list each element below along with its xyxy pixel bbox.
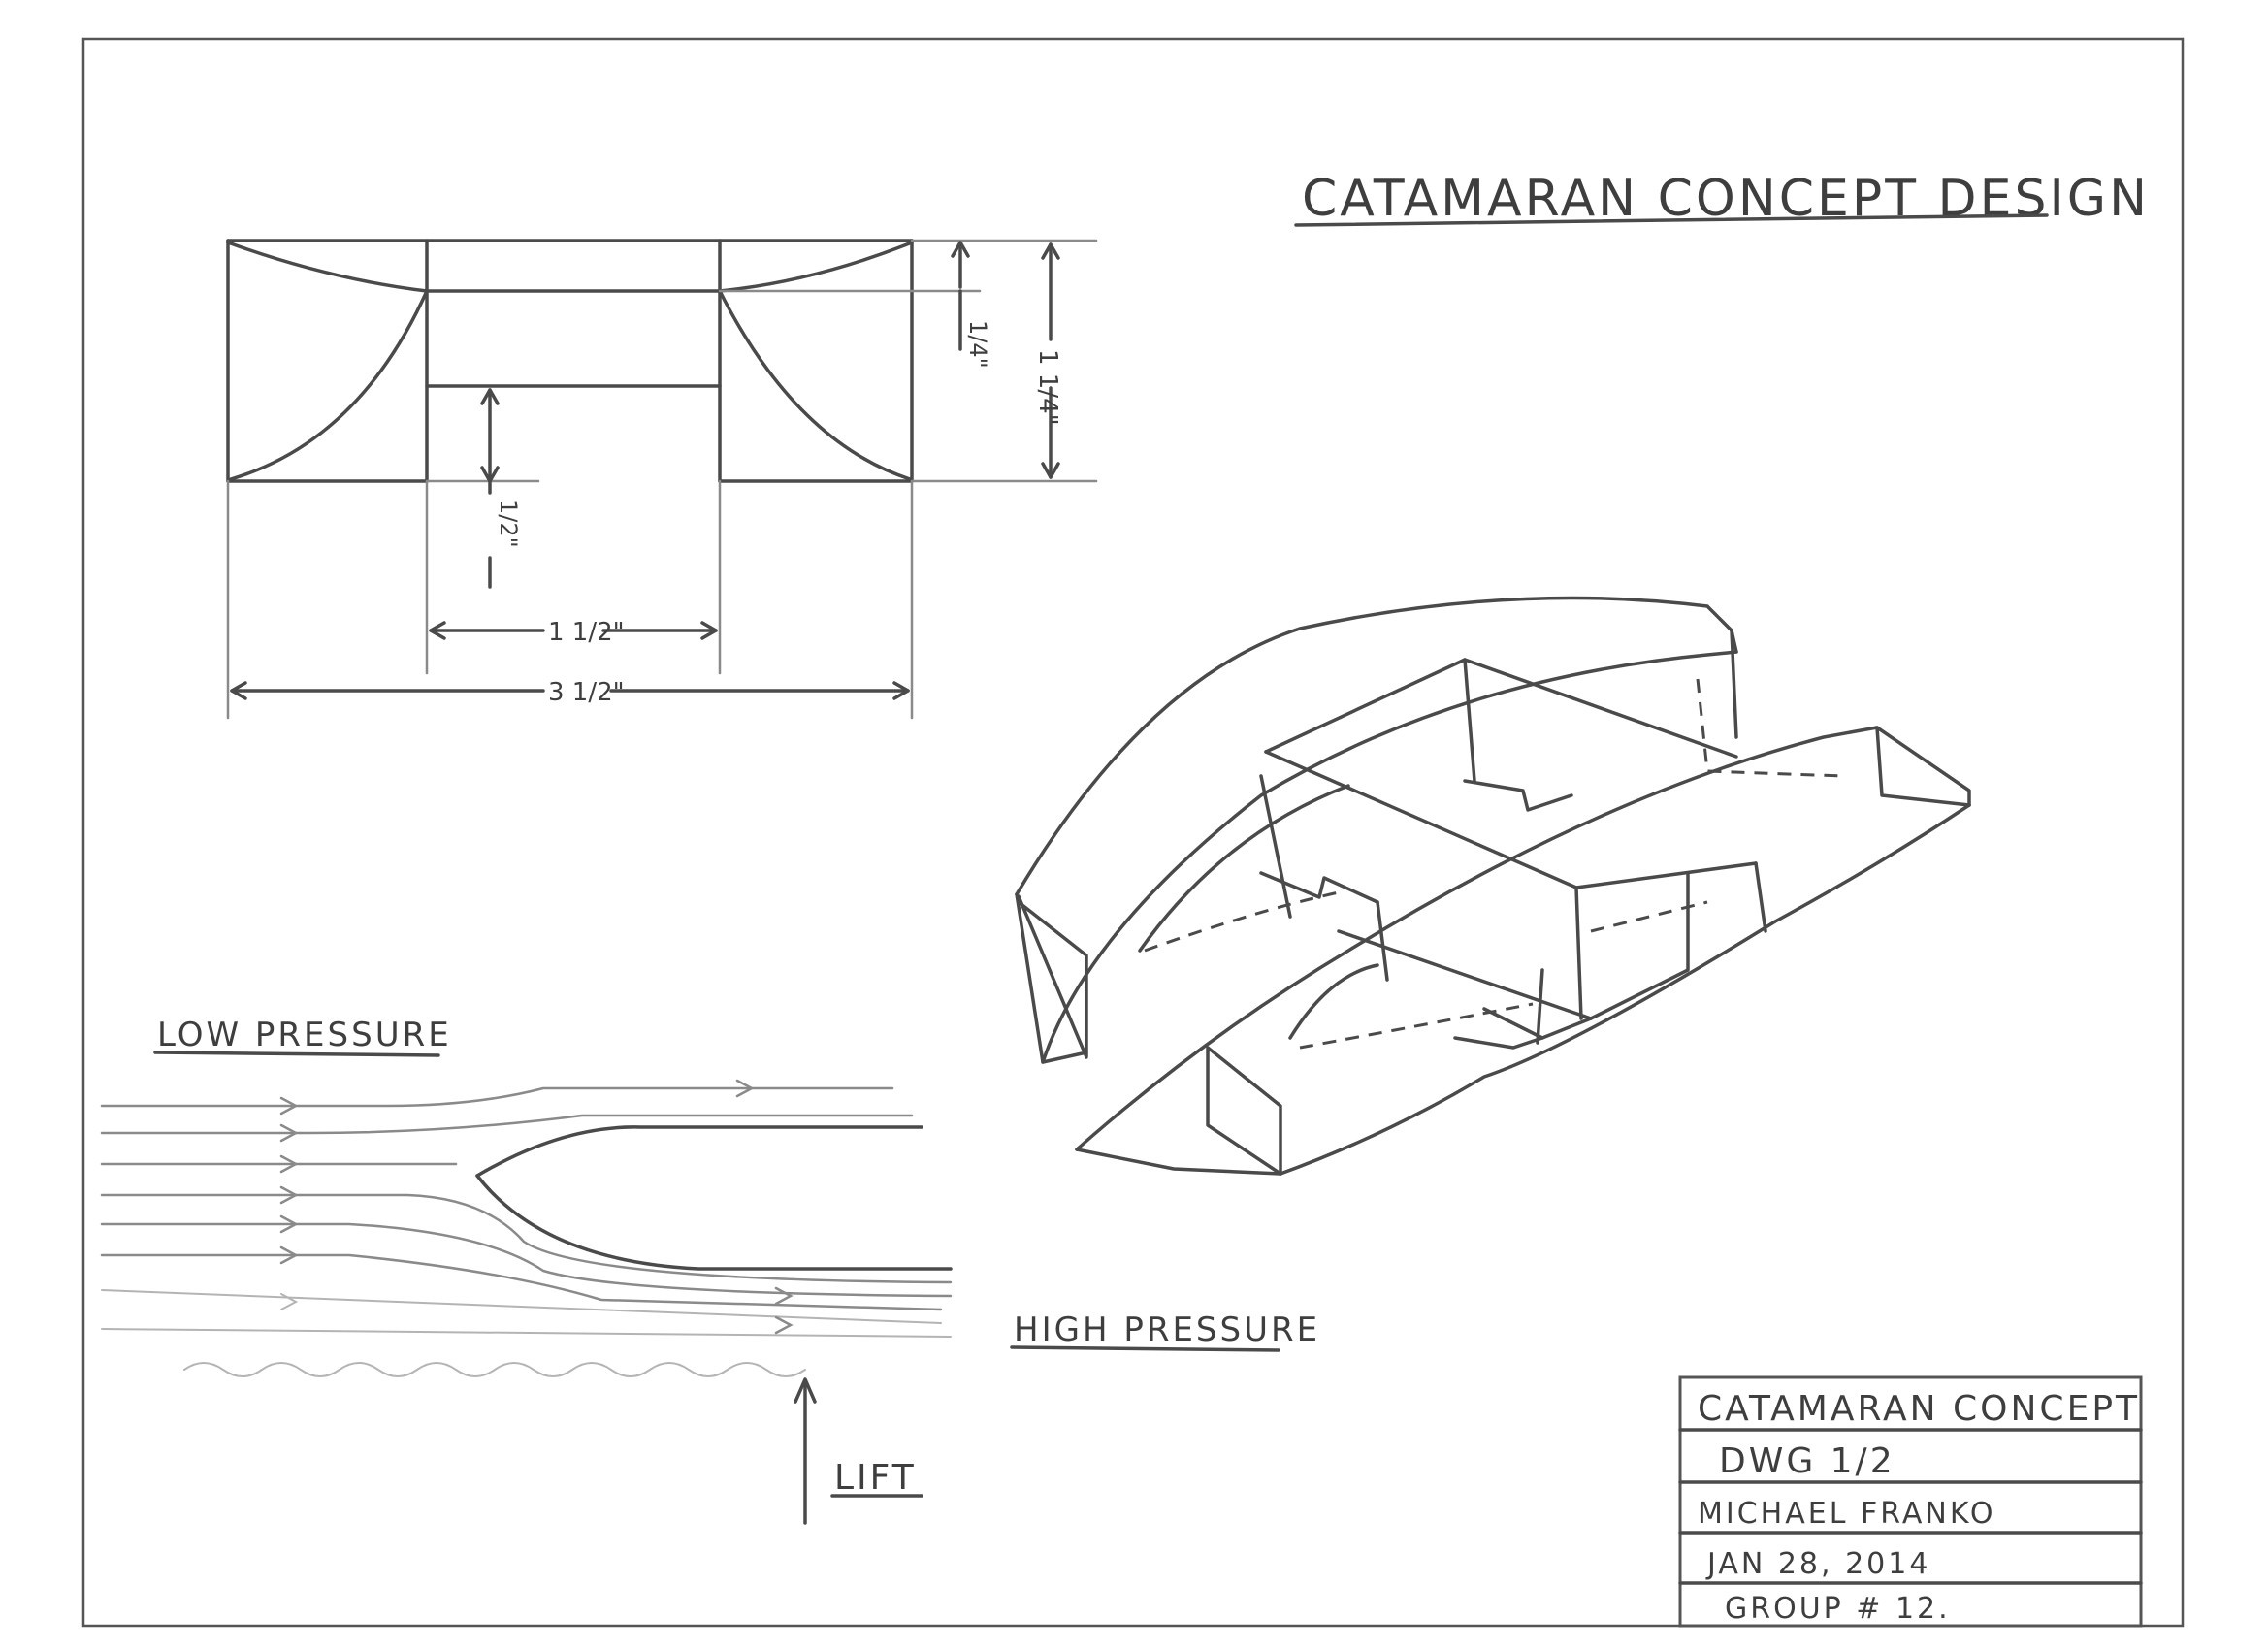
front-view <box>226 239 1098 720</box>
high-pressure-label: HIGH PRESSURE <box>1014 1310 1320 1349</box>
title-block-group: GROUP # 12. <box>1725 1592 1951 1626</box>
dim-overall-height: 1 1/4" <box>1033 349 1062 426</box>
title-block <box>1678 1375 2143 1628</box>
drawing-title-underline <box>1294 213 2049 227</box>
low-pressure-label: LOW PRESSURE <box>157 1016 452 1054</box>
isometric-view <box>1015 596 1971 1176</box>
title-block-author: MICHAEL FRANKO <box>1698 1497 1995 1531</box>
dim-overall-width: 3 1/2" <box>548 678 625 707</box>
title-block-date: JAN 28, 2014 <box>1705 1547 1930 1581</box>
sheet-border <box>81 37 2185 1628</box>
title-block-name: CATAMARAN CONCEPT <box>1698 1389 2140 1429</box>
flow-diagram <box>100 1079 953 1525</box>
dim-top-depth: 1/4" <box>964 320 991 369</box>
dim-tunnel-width: 1 1/2" <box>548 618 625 647</box>
high-pressure-underline <box>1010 1345 1280 1352</box>
title-block-drawing: DWG 1/2 <box>1719 1441 1895 1481</box>
lift-label: LIFT <box>834 1458 917 1498</box>
dim-tunnel-depth: 1/2" <box>495 500 522 548</box>
low-pressure-underline <box>153 1051 440 1057</box>
